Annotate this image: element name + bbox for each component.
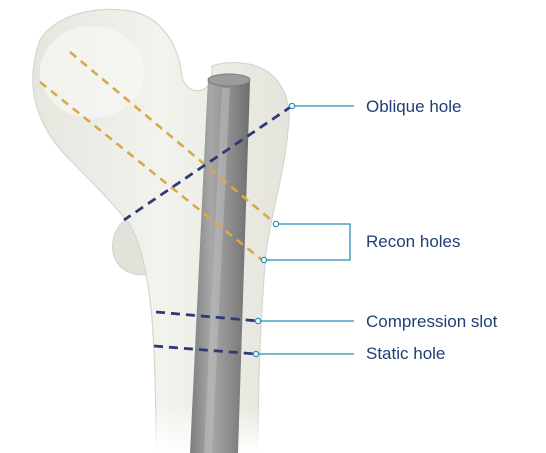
label-compression-slot: Compression slot: [366, 312, 497, 332]
marker-oblique: [289, 103, 294, 108]
nail-top: [208, 74, 250, 86]
femur-bone: [33, 9, 289, 453]
marker-recon-lower: [261, 257, 266, 262]
callout-recon: [264, 224, 350, 260]
marker-static: [253, 351, 258, 356]
marker-compression: [255, 318, 260, 323]
label-recon-holes: Recon holes: [366, 232, 461, 252]
label-static-hole: Static hole: [366, 344, 445, 364]
marker-recon-upper: [273, 221, 278, 226]
label-oblique-hole: Oblique hole: [366, 97, 461, 117]
